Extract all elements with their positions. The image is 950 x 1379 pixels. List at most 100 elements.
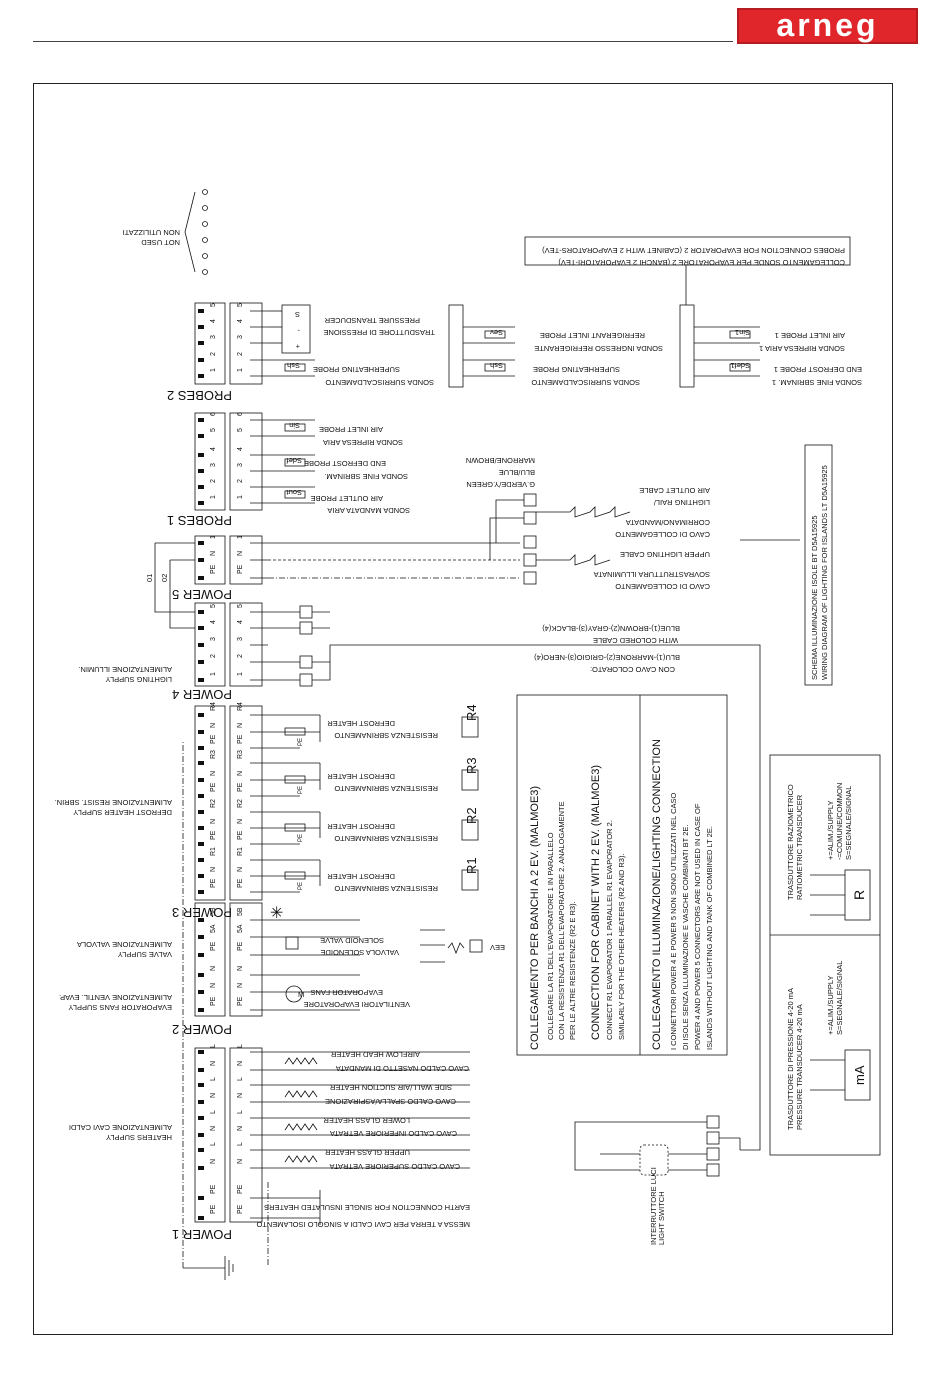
terminal-label: 2: [237, 654, 244, 658]
defrost-en-1: DEFROST HEATER: [327, 872, 395, 881]
terminal-pin: [198, 626, 204, 630]
terminal-pin: [198, 842, 204, 846]
load-lower-glass-en: LOWER GLASS HEATER: [323, 1116, 410, 1125]
terminal-label: 5B: [237, 907, 244, 916]
terminal-pin: [198, 501, 204, 505]
note-text3-3: ISLANDS WITHOUT LIGHTING AND TANK OF COM…: [705, 826, 714, 1050]
terminal-label: PE: [237, 996, 244, 1006]
terminal-pin: [198, 418, 204, 422]
notused-label-en: NOT USED: [141, 238, 180, 247]
terminal-plug-2: [229, 705, 263, 901]
terminal-label: L: [237, 1044, 244, 1048]
terminal-label: 1: [237, 495, 244, 499]
terminal-label: N: [210, 723, 217, 728]
terminal-label: R1: [210, 847, 217, 856]
terminal-label: N: [210, 1061, 217, 1066]
load-airflow-it: CAVO CALDO NASETTO DI MANDATA: [336, 1064, 469, 1073]
p1-in-it: SONDA RIPRESA ARIA: [323, 438, 403, 447]
terminal-label: L: [237, 1110, 244, 1114]
terminal-label: 6: [210, 412, 217, 416]
terminal-pin: [198, 713, 204, 717]
terminal-label: N: [237, 819, 244, 824]
note-text3-2: POWER 4 AND POWER 5 CONNECTORS ARE NOT U…: [693, 803, 702, 1050]
cable-en-2: BLUE(1)-BROWN(2)-GRAY(3)-BLACK(4): [542, 624, 680, 633]
defrost-resistor: [284, 823, 306, 832]
r1-box: [461, 869, 479, 891]
label-probes2: PROBES 2: [167, 388, 232, 403]
defrost-en-4: DEFROST HEATER: [327, 719, 395, 728]
terminal-label: N: [237, 983, 244, 988]
r2-label: R2: [464, 807, 479, 824]
e1-def-sym: Sdef1: [730, 361, 750, 370]
R-title-it: TRASDUTTORE RAZIOMETRICO: [786, 784, 795, 900]
note-title1: COLLEGAMENTO PER BANCHI A 2 EV. (MALMOE3…: [529, 786, 541, 1050]
terminal-label: 4: [210, 447, 217, 451]
terminal-block-6: [194, 302, 226, 385]
label-power4: POWER 4: [172, 687, 232, 702]
terminal-label: 1: [210, 495, 217, 499]
probes2-wiring: [268, 304, 315, 377]
terminal-pin: [198, 973, 204, 977]
pe-mark: PE: [298, 786, 304, 794]
defrost-it-4: RESISTENZA SBRINAMENTO: [334, 731, 438, 740]
terminal-label: PE: [237, 878, 244, 888]
defrost-it-3: RESISTENZA SBRINAMENTO: [334, 784, 438, 793]
rail-en-1: LIGHTING RAIL/: [653, 498, 710, 507]
cable-it-2: BLU(1)-MARRONE(2)-GRIGIO(3)-NERO(4): [534, 653, 680, 662]
defrost-en-3: DEFROST HEATER: [327, 772, 395, 781]
terminal-pin: [198, 643, 204, 647]
terminal-label: R1: [237, 847, 244, 856]
terminal-pin: [198, 1133, 204, 1137]
e2-in-sym: Sev: [490, 328, 503, 337]
terminal-label: N: [210, 551, 217, 556]
terminal-pin: [198, 453, 204, 457]
lighting-label-it: ALIMENTAZIONE ILLUMIN.: [78, 665, 172, 674]
terminal-label: 1: [210, 672, 217, 676]
terminal-label: 1: [237, 672, 244, 676]
mA-legend-0: +=ALIM./SUPPLY: [826, 976, 835, 1035]
terminal-label: 1: [237, 535, 244, 539]
rail-it-1: CAVO DI COLLEGAMENTO: [615, 530, 710, 539]
terminal-label: L: [210, 1110, 217, 1114]
terminal-pin: [198, 746, 204, 750]
p1-in-sym: Sin: [289, 421, 300, 430]
terminal-label: L: [210, 1142, 217, 1146]
terminal-label: 5A: [237, 924, 244, 933]
terminal-pin: [198, 918, 204, 922]
terminal-pin: [198, 358, 204, 362]
terminal-block-1: [194, 902, 226, 1017]
terminal-block-3: [194, 602, 226, 687]
terminal-pin: [198, 576, 204, 580]
terminal-label: 1: [237, 368, 244, 372]
terminal-label: PE: [210, 878, 217, 888]
p1-out-en: AIR OUTLET PROBE: [311, 494, 383, 503]
drawing-frame: [33, 83, 893, 1335]
note-text2-1: SIMILARLY FOR THE OTHER HEATERS (R2 AND …: [617, 853, 626, 1040]
terminal-label: 6: [237, 412, 244, 416]
defrost-en-2: DEFROST HEATER: [327, 822, 395, 831]
terminal-label: 2: [210, 654, 217, 658]
note-text1-1: CON LA RESISTENZA R1 DELL'EVAPORATORE 2.…: [557, 801, 566, 1040]
load-upper-glass-it: CAVO CALDO SUPERIORE VETRATA: [330, 1162, 460, 1171]
note-text3-0: I CONNETTORI POWER 4 E POWER 5 NON SONO …: [669, 792, 678, 1050]
ground-symbol: [224, 1256, 234, 1280]
defrost-resistor: [284, 727, 306, 736]
cable-it-1: CON CAVO COLORATO:: [590, 665, 675, 674]
terminal-label: N: [210, 867, 217, 872]
defrost-resistor: [284, 775, 306, 784]
terminal-pin: [198, 953, 204, 957]
terminal-label: N: [237, 771, 244, 776]
R-legend-0: +=ALIM./SUPPLY: [826, 801, 835, 860]
r2-box: [461, 819, 479, 841]
R-symbol: R: [851, 890, 867, 900]
terminal-label: N: [237, 551, 244, 556]
e1-in-sym: Sin1: [735, 328, 750, 337]
wire-01: 01: [145, 574, 154, 582]
terminal-label: N: [210, 819, 217, 824]
terminal-label: N: [210, 1126, 217, 1131]
e2-sh-it: SONDA SURRISCALDAMENTO: [531, 378, 640, 387]
heaters-label-en: HEATERS SUPPLY: [106, 1133, 172, 1142]
terminal-label: 4: [237, 620, 244, 624]
terminal-label: 4: [237, 447, 244, 451]
load-sidewall-it: CAVO CALDO SPALLA/ASPIRAZIONE: [325, 1097, 456, 1106]
